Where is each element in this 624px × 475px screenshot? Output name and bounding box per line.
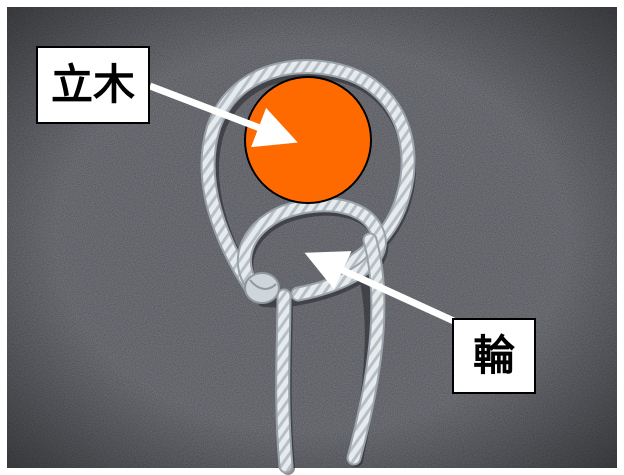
loop-arrow	[304, 251, 458, 326]
label-loop-text: 輪	[472, 331, 515, 380]
label-standing-post-text: 立木	[50, 60, 135, 109]
post-circle	[244, 76, 372, 204]
label-standing-post: 立木	[36, 46, 150, 124]
post-arrow	[148, 82, 298, 148]
label-loop: 輪	[452, 318, 536, 394]
